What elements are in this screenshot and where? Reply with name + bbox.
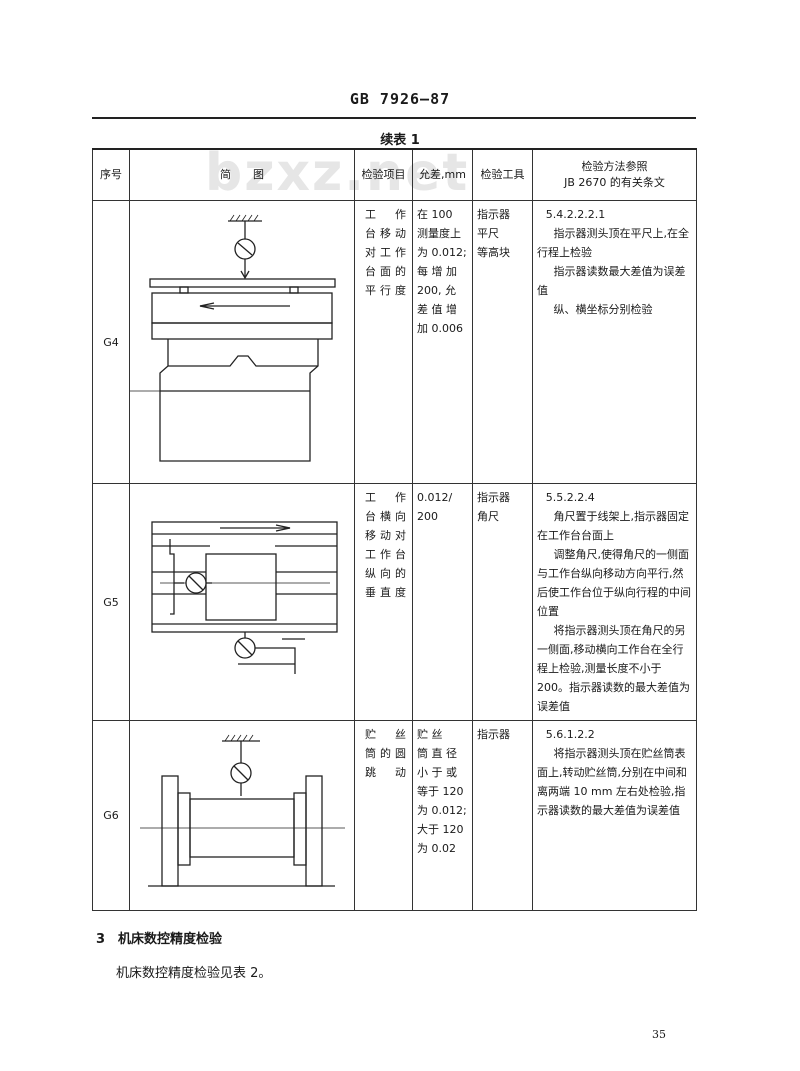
tolerance: 0.012/ 200: [412, 483, 473, 721]
row-no: G5: [92, 483, 130, 721]
col-tolerance: 允差,mm: [412, 148, 473, 201]
figure-g6: [129, 720, 355, 911]
figure-g4: [129, 200, 355, 484]
col-method: 检验方法参照 JB 2670 的有关条文: [532, 148, 697, 201]
method: 5.4.2.2.2.1 指示器测头顶在平尺上,在全行程上检验 指示器读数最大差值…: [532, 200, 697, 484]
check-item: 工 作 台 横 向 移 动 对 工 作 台 纵 向 的 垂 直 度: [354, 483, 413, 721]
tolerance: 贮 丝 筒 直 径 小 于 或 等于 120 为 0.012; 大于 120 为…: [412, 720, 473, 911]
col-no: 序号: [92, 148, 130, 201]
col-item: 检验项目: [354, 148, 413, 201]
table-row: G6 贮 丝 筒 的 圆 跳 动 贮 丝: [92, 720, 697, 911]
row-no: G6: [92, 720, 130, 911]
section-heading: 3 机床数控精度检验: [96, 932, 223, 947]
table-header-row: 序号 简 图 检验项目 允差,mm 检验工具 检验方法参照 JB 2670 的有…: [92, 148, 697, 201]
table-row: G5: [92, 483, 697, 721]
diagram-g6: [140, 734, 345, 887]
table-row: G4: [92, 200, 697, 484]
header-rule: [92, 117, 696, 119]
diagram-g4: [130, 214, 336, 462]
diagram-g5: [151, 521, 338, 674]
method: 5.5.2.2.4 角尺置于线架上,指示器固定在工作台台面上 调整角尺,使得角尺…: [532, 483, 697, 721]
section-text: 机床数控精度检验见表 2。: [116, 966, 272, 981]
check-item: 工 作 台 移 动 对 工 作 台 面 的 平 行 度: [354, 200, 413, 484]
col-tools: 检验工具: [472, 148, 533, 201]
figure-g5: [129, 483, 355, 721]
tolerance: 在 100 测量度上 为 0.012; 每 增 加 200, 允 差 值 增 加…: [412, 200, 473, 484]
standard-number: GB 7926—87: [349, 90, 451, 108]
page-number: 35: [652, 1028, 666, 1041]
inspection-table: 序号 简 图 检验项目 允差,mm 检验工具 检验方法参照 JB 2670 的有…: [92, 148, 697, 911]
tools: 指示器 角尺: [472, 483, 533, 721]
check-item: 贮 丝 筒 的 圆 跳 动: [354, 720, 413, 911]
col-figure: 简 图: [129, 148, 355, 201]
col-method-line2: JB 2670 的有关条文: [564, 176, 665, 189]
tools: 指示器: [472, 720, 533, 911]
table-caption: 续表 1: [380, 133, 420, 148]
row-no: G4: [92, 200, 130, 484]
col-method-line1: 检验方法参照: [581, 160, 648, 173]
method: 5.6.1.2.2 将指示器测头顶在贮丝筒表面上,转动贮丝筒,分别在中间和离两端…: [532, 720, 697, 911]
tools: 指示器 平尺 等高块: [472, 200, 533, 484]
